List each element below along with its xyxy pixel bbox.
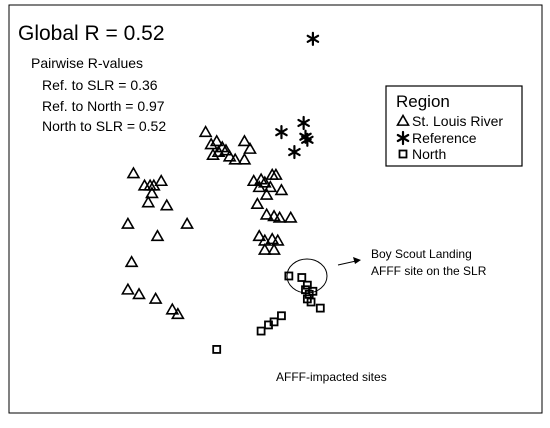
triangle-point xyxy=(170,307,185,320)
asterisk-point xyxy=(288,144,301,160)
triangle-point xyxy=(209,134,224,147)
pairwise-ref-slr: Ref. to SLR = 0.36 xyxy=(42,77,158,93)
square-point xyxy=(284,271,294,281)
triangle-point xyxy=(246,174,261,187)
triangle-point xyxy=(269,167,283,180)
highlight-ellipse xyxy=(286,258,328,294)
pairwise-ref-north: Ref. to North = 0.97 xyxy=(42,98,165,114)
asterisk-point xyxy=(301,132,314,147)
triangle-point xyxy=(257,242,272,255)
legend-asterisk-marker xyxy=(396,130,410,146)
triangle-point xyxy=(257,175,272,188)
triangle-point xyxy=(222,149,237,162)
triangle-point xyxy=(219,143,233,156)
square-point xyxy=(302,280,312,290)
square-point xyxy=(297,273,307,282)
square-point xyxy=(306,297,316,307)
triangle-point xyxy=(124,255,139,268)
annotation-afff-impacted: AFFF-impacted sites xyxy=(276,370,387,384)
triangle-point xyxy=(159,198,174,211)
triangle-point xyxy=(121,216,135,229)
asterisk-point xyxy=(306,31,320,46)
legend-label-north: North xyxy=(412,146,446,162)
square-point xyxy=(264,320,273,330)
asterisk-point xyxy=(297,115,310,131)
legend-triangle-marker xyxy=(396,113,410,126)
triangle-point xyxy=(121,282,135,295)
triangle-point xyxy=(270,233,285,246)
triangle-legend-glyph xyxy=(396,113,410,126)
triangle-point xyxy=(252,229,267,242)
triangle-point xyxy=(145,186,159,199)
triangle-point xyxy=(267,209,281,222)
pairwise-north-slr: North to SLR = 0.52 xyxy=(42,118,166,134)
square-point xyxy=(256,326,266,336)
triangle-point xyxy=(204,137,219,150)
legend-label-reference: Reference xyxy=(412,130,477,146)
triangle-point xyxy=(154,174,169,187)
plot-border xyxy=(8,4,543,414)
triangle-point xyxy=(228,152,243,165)
square-point xyxy=(315,303,325,313)
triangle-point xyxy=(126,166,141,179)
triangle-point xyxy=(259,207,274,220)
triangle-point xyxy=(267,242,281,255)
triangle-point xyxy=(263,180,278,193)
triangle-point xyxy=(243,141,257,154)
triangle-point xyxy=(274,183,289,196)
triangle-point xyxy=(206,147,220,161)
annotation-arrow-head xyxy=(353,257,361,264)
asterisk-legend-glyph xyxy=(396,130,410,146)
data-points xyxy=(121,31,325,354)
square-legend-glyph xyxy=(398,149,408,159)
triangle-point xyxy=(132,287,146,300)
square-point xyxy=(212,345,222,354)
triangle-point xyxy=(148,291,163,304)
legend-square-marker xyxy=(398,149,408,159)
triangle-point xyxy=(259,187,274,200)
triangle-point xyxy=(272,210,287,223)
triangle-point xyxy=(237,134,252,147)
pairwise-title: Pairwise R-values xyxy=(31,55,143,71)
triangle-point xyxy=(165,302,180,315)
triangle-point xyxy=(141,195,156,208)
asterisk-point xyxy=(275,125,288,140)
annotation-afff-site-slr: AFFF site on the SLR xyxy=(371,264,487,278)
triangle-point xyxy=(265,232,280,245)
global-r-label: Global R = 0.52 xyxy=(18,22,165,45)
square-point xyxy=(277,311,286,321)
legend-title: Region xyxy=(396,92,450,111)
legend-label-slr: St. Louis River xyxy=(412,113,503,129)
triangle-point xyxy=(198,125,213,138)
legend-box xyxy=(385,85,523,167)
legend: Region St. Louis River Reference North xyxy=(385,85,523,167)
triangle-point xyxy=(283,210,298,223)
triangle-point xyxy=(180,216,194,229)
annotation-arrow-line xyxy=(337,260,357,266)
triangle-point xyxy=(150,229,165,242)
annotation-boy-scout-landing: Boy Scout Landing xyxy=(371,247,472,261)
triangle-point xyxy=(237,152,252,165)
triangle-point xyxy=(250,196,265,209)
